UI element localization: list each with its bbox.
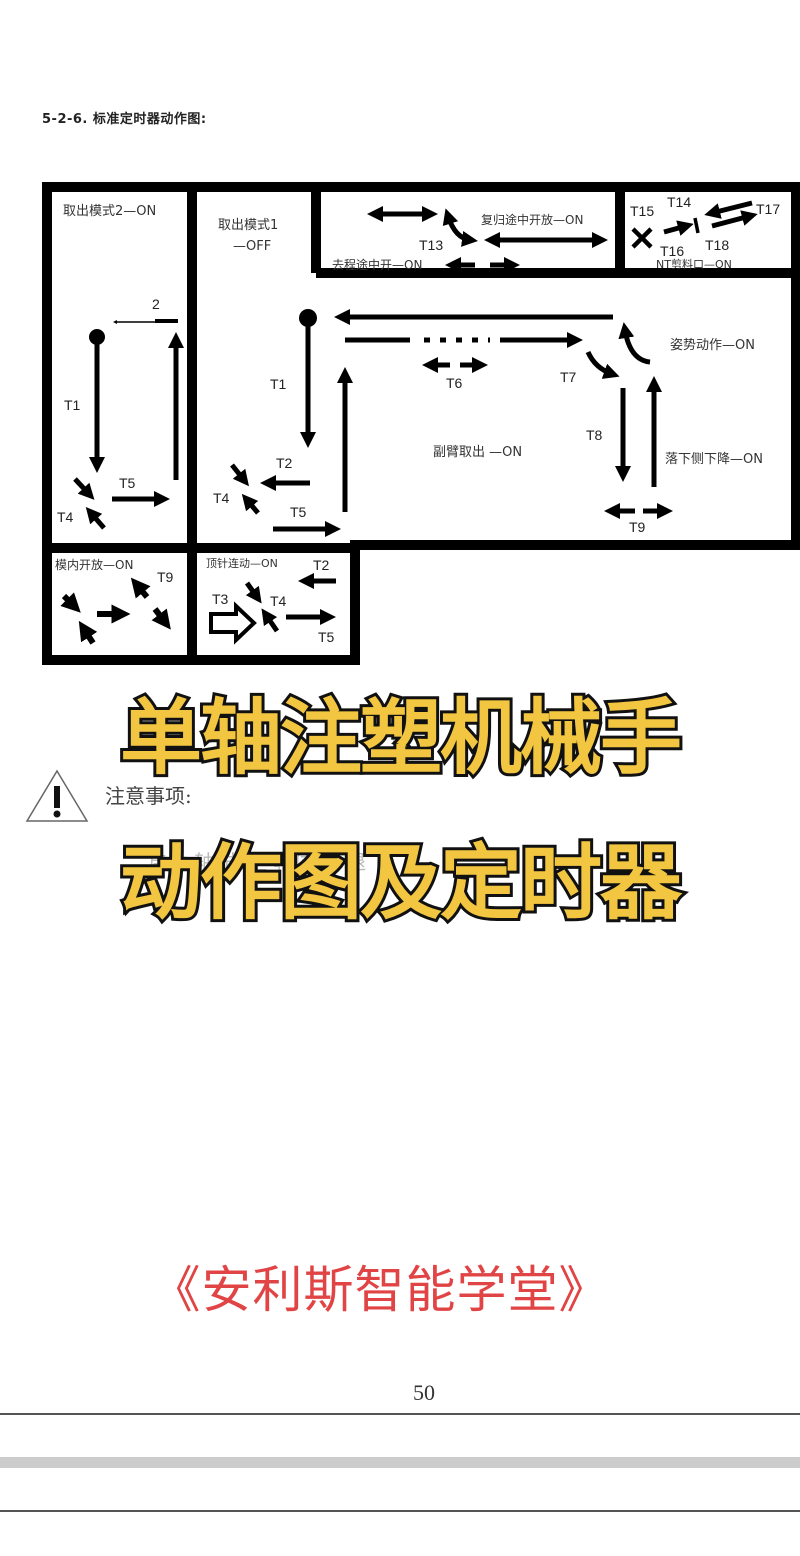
- label-outbound-open: 去程途中开—ON: [332, 258, 423, 272]
- label-take-mode-2: 取出模式2—ON: [63, 204, 157, 219]
- timer-t17: T17: [756, 201, 781, 217]
- timer-t1-mid: T1: [270, 376, 287, 392]
- timer-t8: T8: [586, 427, 603, 443]
- notice-heading: 注意事项:: [105, 784, 192, 808]
- timer-t16: T16: [660, 243, 685, 259]
- label-posture: 姿势动作—ON: [670, 338, 755, 353]
- label-nt-cut: NT剪料口—ON: [656, 258, 732, 271]
- timer-t4-mid: T4: [213, 490, 230, 506]
- warning-triangle-icon: [25, 769, 89, 822]
- page-divider-top: [0, 1413, 800, 1415]
- timer-2-left: 2: [152, 296, 160, 312]
- timer-t15: T15: [630, 203, 655, 219]
- timer-t3-bottom: T3: [212, 591, 229, 607]
- timer-t6: T6: [446, 375, 463, 391]
- page-number: 50: [413, 1380, 435, 1405]
- timer-t2-bottom: T2: [313, 557, 330, 573]
- timer-t4-left: T4: [57, 509, 74, 525]
- timer-t18: T18: [705, 237, 730, 253]
- overlay-title-line-2: 动作图及定时器: [117, 836, 685, 931]
- label-take-mode-1-state: —OFF: [233, 239, 272, 254]
- label-sub-arm: 副臂取出 —ON: [433, 445, 523, 460]
- timer-t5-bottom: T5: [318, 629, 335, 645]
- label-ejector-link: 顶针连动—ON: [206, 557, 278, 570]
- label-side-descend: 落下侧下降—ON: [665, 452, 763, 467]
- timer-t4-bottom: T4: [270, 593, 287, 609]
- page-gap-bar: [0, 1457, 800, 1468]
- overlay-title-line-1: 单轴注塑机械手: [117, 691, 685, 786]
- brand-watermark: 《安利斯智能学堂》: [150, 1261, 610, 1319]
- timer-action-diagram: [42, 182, 800, 665]
- timer-t9-bottom: T9: [157, 569, 174, 585]
- timer-t2-mid: T2: [276, 455, 293, 471]
- notice-faded-line: 启动 轴 式 定 轴位 定 退: [148, 850, 367, 874]
- section-title: 5-2-6. 标准定时器动作图:: [42, 112, 207, 127]
- timer-t14: T14: [667, 194, 692, 210]
- label-take-mode-1: 取出模式1: [218, 218, 279, 233]
- timer-t1-left: T1: [64, 397, 81, 413]
- timer-t5-left: T5: [119, 475, 136, 491]
- timer-t5-mid: T5: [290, 504, 307, 520]
- timer-t13: T13: [419, 237, 444, 253]
- page-divider-bottom: [0, 1510, 800, 1512]
- timer-t9-mid: T9: [629, 519, 646, 535]
- label-mold-open: 模内开放—ON: [55, 558, 134, 572]
- timer-t7: T7: [560, 369, 577, 385]
- label-return-open: 复归途中开放—ON: [481, 213, 584, 227]
